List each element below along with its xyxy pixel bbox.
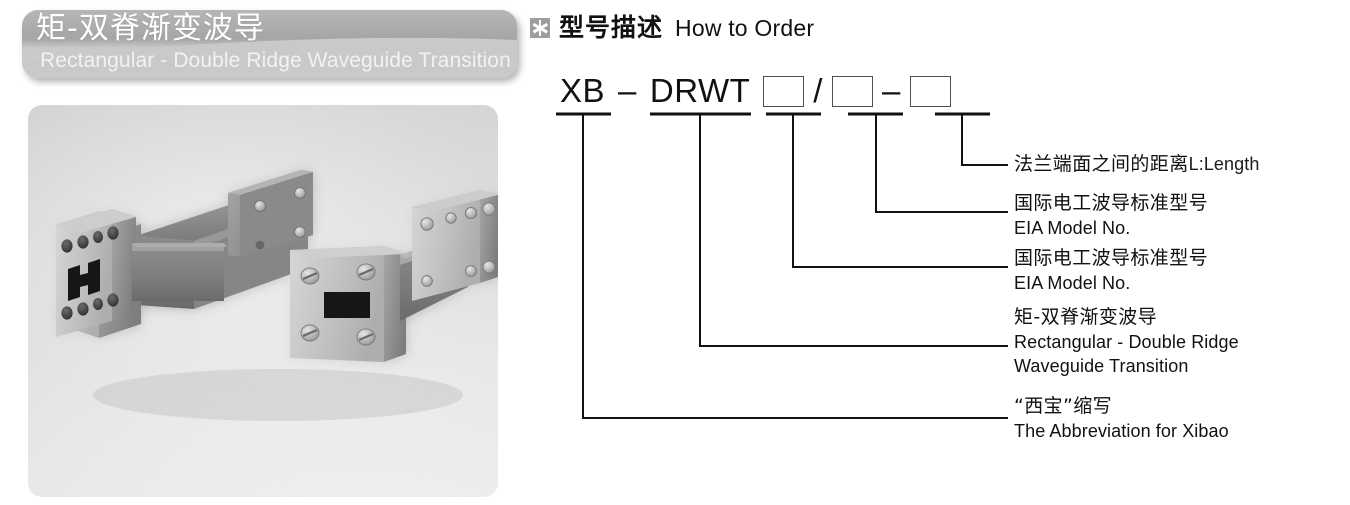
banner-gloss-overlay [22, 10, 517, 44]
leader-path-eia-2 [875, 114, 1008, 213]
leader-path-length [961, 114, 1008, 166]
callout-brand-en: The Abbreviation for Xibao [1014, 421, 1229, 441]
callout-brand-cn: “西宝”缩写 [1014, 395, 1113, 417]
model-dash-2: – [881, 72, 901, 109]
leader-path-prefix [582, 114, 1008, 419]
product-photo [28, 105, 498, 497]
callout-eia-2-en: EIA Model No. [1014, 218, 1131, 238]
double-ridge-flange [56, 209, 141, 338]
product-title-banner: 矩-双脊渐变波导 Rectangular - Double Ridge Wave… [22, 10, 517, 78]
flange-screws [300, 263, 376, 346]
leader-path-series [699, 114, 1008, 347]
how-to-order-title-en: How to Order [675, 15, 815, 41]
rectangular-aperture [324, 292, 370, 318]
callout-eia-1-en: EIA Model No. [1014, 273, 1131, 293]
callout-length-en: L:Length [1188, 154, 1260, 174]
model-slash: / [813, 72, 823, 109]
waveguide-transition-illustration [56, 170, 498, 421]
model-number-string: XB – DRWT / – [560, 70, 951, 112]
model-series: DRWT [649, 72, 751, 109]
front-waveguide-body-left [132, 243, 228, 301]
callout-length-cn: 法兰端面之间的距离 [1014, 153, 1189, 175]
how-to-order-title-cn: 型号描述 [559, 13, 664, 42]
model-slot-eia-2[interactable] [831, 75, 873, 107]
callout-eia-2-cn: 国际电工波导标准型号 [1014, 192, 1209, 214]
callout-series-cn: 矩-双脊渐变波导 [1014, 306, 1158, 328]
model-dash-1: – [618, 72, 637, 109]
callout-eia-1-cn: 国际电工波导标准型号 [1014, 247, 1209, 269]
callout-series-en-line2: Waveguide Transition [1014, 356, 1189, 376]
how-to-order-heading: 型号描述 How to Order [530, 14, 814, 42]
callout-series-name: 矩-双脊渐变波导 Rectangular - Double Ridge Wave… [1014, 305, 1239, 378]
callout-eia-model-no-1: 国际电工波导标准型号 EIA Model No. [1014, 246, 1208, 295]
model-slot-eia-1[interactable] [763, 75, 805, 107]
model-prefix: XB [560, 72, 606, 109]
model-slot-length[interactable] [909, 75, 951, 107]
rear-upper-flange [228, 170, 313, 257]
callout-series-en-line1: Rectangular - Double Ridge [1014, 332, 1239, 352]
product-title-cn: 矩-双脊渐变波导 [36, 11, 265, 46]
product-title-en: Rectangular - Double Ridge Waveguide Tra… [40, 49, 511, 72]
asterisk-icon [530, 18, 550, 38]
right-rear-flange [412, 190, 498, 301]
double-ridge-aperture [68, 259, 100, 301]
leader-path-eia-1 [792, 114, 1008, 268]
centre-rectangular-flange [290, 246, 406, 362]
callout-eia-model-no-2: 国际电工波导标准型号 EIA Model No. [1014, 191, 1208, 240]
callout-length: 法兰端面之间的距离L:Length [1014, 152, 1259, 177]
callout-brand-abbreviation: “西宝”缩写 The Abbreviation for Xibao [1014, 394, 1229, 443]
